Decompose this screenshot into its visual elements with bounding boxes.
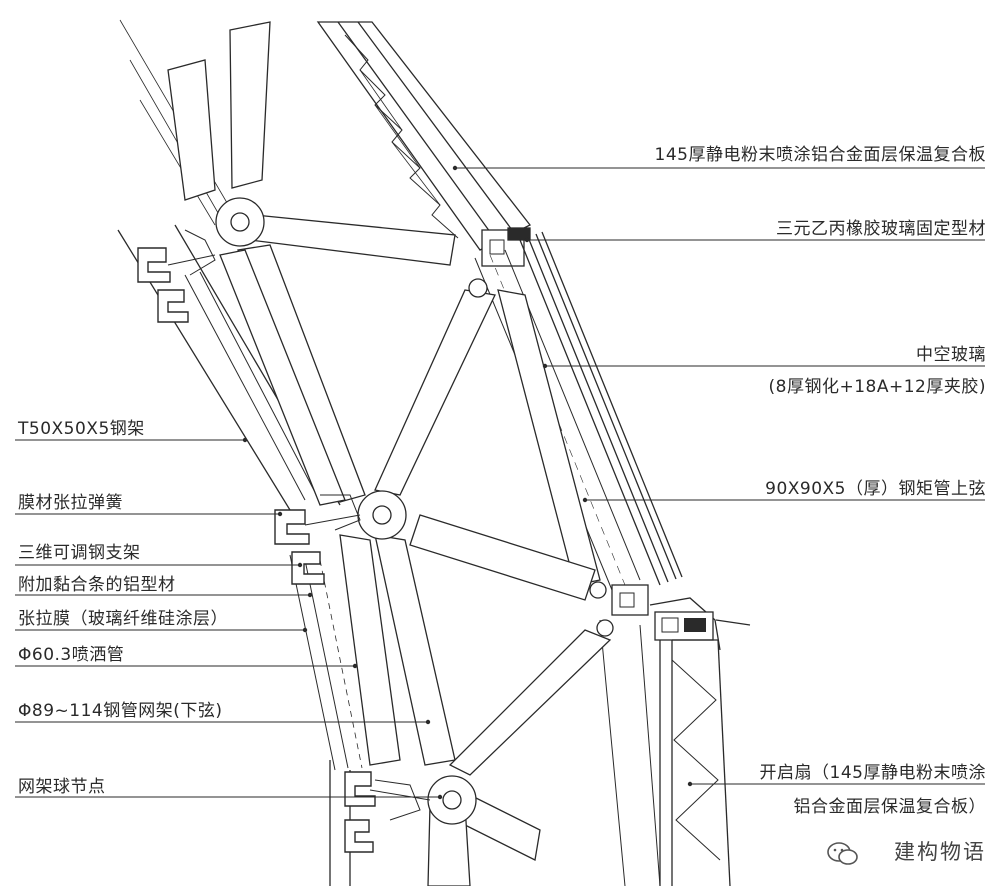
label-tension-spring: 膜材张拉弹簧 (18, 493, 123, 513)
opening-vent-panel (649, 597, 751, 886)
insulating-glass (519, 231, 683, 616)
label-opening-vent-2: 铝合金面层保温复合板） (793, 797, 986, 817)
label-t-frame: T50X50X5钢架 (18, 419, 145, 439)
steel-brackets (167, 229, 431, 821)
aluminium-profiles (137, 247, 376, 853)
label-glass-spec: (8厚钢化+18A+12厚夹胶) (768, 377, 986, 397)
label-ball-node: 网架球节点 (18, 777, 106, 797)
label-adjustable-bracket: 三维可调钢支架 (18, 543, 141, 563)
ball-nodes (215, 197, 614, 825)
space-frame-members (167, 21, 612, 886)
wechat-icon (827, 842, 858, 865)
label-steel-tube: 90X90X5（厚）钢矩管上弦 (765, 479, 986, 499)
leader-lines-right (455, 167, 985, 785)
roof-composite-panel (316, 21, 532, 267)
label-epdm-profile: 三元乙丙橡胶玻璃固定型材 (776, 219, 986, 239)
label-insulating-glass: 中空玻璃 (916, 345, 986, 365)
leader-dots (242, 165, 693, 800)
label-space-truss: Φ89~114钢管网架(下弦) (18, 701, 223, 721)
label-tensile-membrane: 张拉膜（玻璃纤维硅涂层） (18, 609, 228, 629)
leader-lines-left (15, 439, 440, 798)
watermark-text: 建构物语 (894, 840, 986, 864)
label-aluminium-profile: 附加黏合条的铝型材 (18, 575, 176, 595)
label-sprinkler-pipe: Φ60.3喷洒管 (18, 645, 125, 665)
label-composite-panel: 145厚静电粉末喷涂铝合金面层保温复合板 (654, 145, 986, 165)
label-opening-vent: 开启扇（145厚静电粉末喷涂 (759, 763, 986, 783)
